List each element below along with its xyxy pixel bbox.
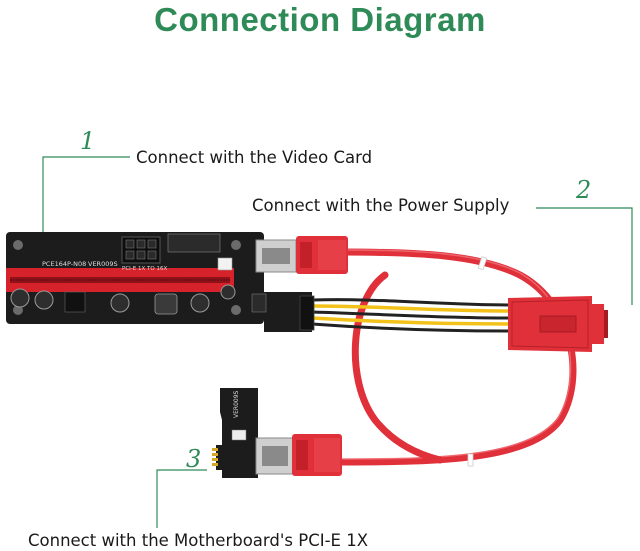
board-usb-socket — [255, 239, 297, 273]
data-cable-loop-highlight — [339, 249, 572, 460]
board-power-connector — [251, 292, 315, 332]
callout-2-line — [536, 207, 633, 305]
callout-3-line — [156, 469, 207, 528]
usb-plug-top — [296, 236, 348, 274]
adapter-usb-socket — [255, 437, 295, 475]
pcie-1x-adapter — [212, 388, 258, 478]
callout-3-number: 3 — [186, 445, 202, 473]
callout-2-text: Connect with the Power Supply — [252, 196, 510, 215]
cable-tie-2 — [467, 453, 474, 467]
cable-tie-1 — [477, 256, 488, 271]
board-model-label: PCE164P-N08 — [42, 260, 86, 268]
board-version-label: VER009S — [88, 260, 118, 268]
callout-3-text: Connect with the Motherboard's PCI-E 1X — [28, 531, 369, 550]
adapter-version-label: VER009S — [233, 390, 240, 418]
data-cable-inner-loop — [351, 271, 444, 464]
sata-power-connector — [508, 296, 608, 352]
usb-plug-bottom — [292, 434, 342, 476]
riser-board — [6, 232, 264, 324]
data-cable-loop — [336, 248, 577, 466]
board-slot-label: PCI-E 1X TO 16X — [122, 266, 167, 272]
callout-1-number: 1 — [80, 127, 96, 155]
callout-1-text: Connect with the Video Card — [136, 148, 373, 167]
callout-2-number: 2 — [576, 176, 592, 204]
power-wires — [310, 298, 512, 333]
page-title: Connection Diagram — [154, 1, 486, 38]
